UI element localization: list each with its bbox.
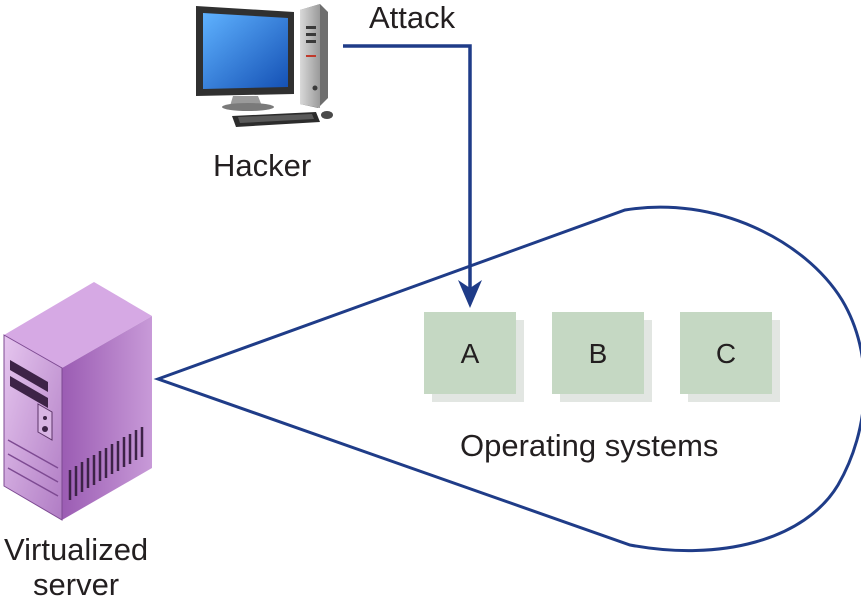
os-caption: Operating systems — [460, 428, 719, 463]
virtualization-outline — [153, 205, 861, 553]
os-box-b — [552, 312, 652, 402]
attack-arrow-head — [458, 280, 482, 308]
server-label-line1: Virtualized — [4, 532, 149, 567]
tower-server-icon — [3, 282, 152, 521]
attack-arrow-line — [343, 44, 472, 290]
attack-label: Attack — [369, 0, 456, 35]
os-box-c — [680, 312, 780, 402]
hacker-label: Hacker — [213, 148, 312, 183]
os-box-label-b: B — [588, 338, 608, 369]
os-box-label-c: C — [715, 338, 737, 369]
os-box-label-a: A — [460, 338, 480, 369]
os-box-a — [424, 312, 524, 402]
desktop-computer-icon — [196, 4, 333, 127]
server-label-line2: server — [33, 567, 120, 602]
